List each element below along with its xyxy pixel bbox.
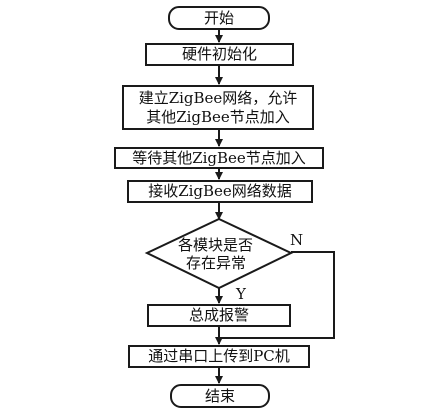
decision-diamond [144, 217, 294, 290]
upload-box: 通过串口上传到PC机 [128, 345, 310, 368]
decision-label-line1: 各模块是否 [178, 236, 254, 254]
receive-data-box: 接收ZigBee网络数据 [127, 180, 313, 203]
wait-nodes-box: 等待其他ZigBee节点加入 [114, 147, 324, 169]
arrow-decision-no-to-upload [219, 251, 335, 339]
branch-yes-label: Y [236, 285, 246, 303]
decision-label-line2: 存在异常 [186, 254, 247, 272]
build-network-box: 建立ZigBee网络，允许 其他ZigBee节点加入 [122, 85, 314, 130]
branch-no-label: N [290, 231, 304, 249]
alarm-label: 总成报警 [188, 306, 249, 324]
end-label: 结束 [204, 386, 235, 405]
receive-data-label: 接收ZigBee网络数据 [148, 182, 292, 200]
alarm-box: 总成报警 [147, 304, 291, 327]
upload-label: 通过串口上传到PC机 [148, 347, 290, 365]
hardware-init-box: 硬件初始化 [145, 43, 294, 66]
start-terminal: 开始 [168, 6, 270, 30]
build-network-line2: 其他ZigBee节点加入 [146, 107, 290, 126]
wait-nodes-label: 等待其他ZigBee节点加入 [132, 148, 306, 167]
end-terminal: 结束 [170, 384, 270, 408]
build-network-line1: 建立ZigBee网络，允许 [138, 88, 298, 107]
hardware-init-label: 硬件初始化 [181, 45, 257, 63]
start-label: 开始 [203, 8, 234, 27]
